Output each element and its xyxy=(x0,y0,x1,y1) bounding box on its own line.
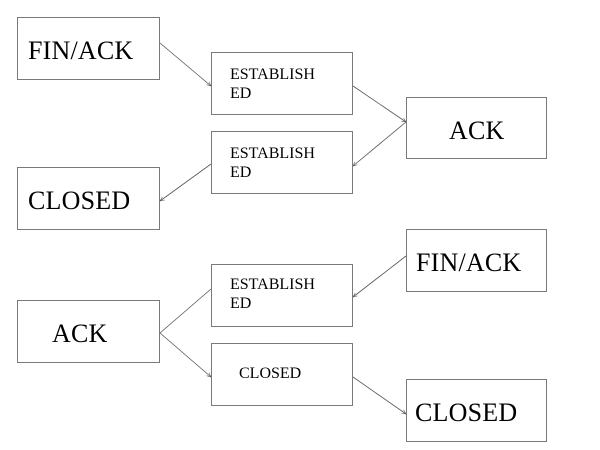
node-label: ESTABLISH ED xyxy=(230,66,315,102)
node-established: ESTABLISH ED xyxy=(211,264,353,327)
edge-ack-2-to-closed-2 xyxy=(159,332,211,377)
edge-closed-2-to-closed-3 xyxy=(352,376,406,414)
edge-fin-ack-to-established-1 xyxy=(159,42,211,86)
node-label: CLOSED xyxy=(239,365,302,382)
node-label: ACK xyxy=(449,116,505,145)
node-fin-ack: FIN/ACK xyxy=(17,17,160,80)
node-ack: ACK xyxy=(406,97,547,159)
node-label: ESTABLISH ED xyxy=(230,276,315,312)
edge-fin-ack-2-to-established-3 xyxy=(353,255,407,297)
edge-ack-2-to-established-3 xyxy=(159,288,212,334)
node-label: ESTABLISH ED xyxy=(230,145,315,181)
node-label: FIN/ACK xyxy=(416,248,522,277)
node-closed: CLOSED xyxy=(211,343,353,406)
node-label: CLOSED xyxy=(28,186,131,215)
node-label: FIN/ACK xyxy=(28,36,134,65)
edge-established-2-to-closed-1 xyxy=(160,163,212,201)
node-ack: ACK xyxy=(17,300,160,363)
node-closed: CLOSED xyxy=(17,167,160,230)
node-established: ESTABLISH ED xyxy=(211,131,353,194)
node-established: ESTABLISH ED xyxy=(211,52,353,115)
edge-ack-1-to-established-2 xyxy=(353,121,407,166)
edge-established-1-to-ack-1 xyxy=(352,85,406,122)
node-fin-ack: FIN/ACK xyxy=(406,229,547,292)
node-label: ACK xyxy=(52,319,108,348)
node-closed: CLOSED xyxy=(406,379,547,442)
node-label: CLOSED xyxy=(415,398,518,427)
